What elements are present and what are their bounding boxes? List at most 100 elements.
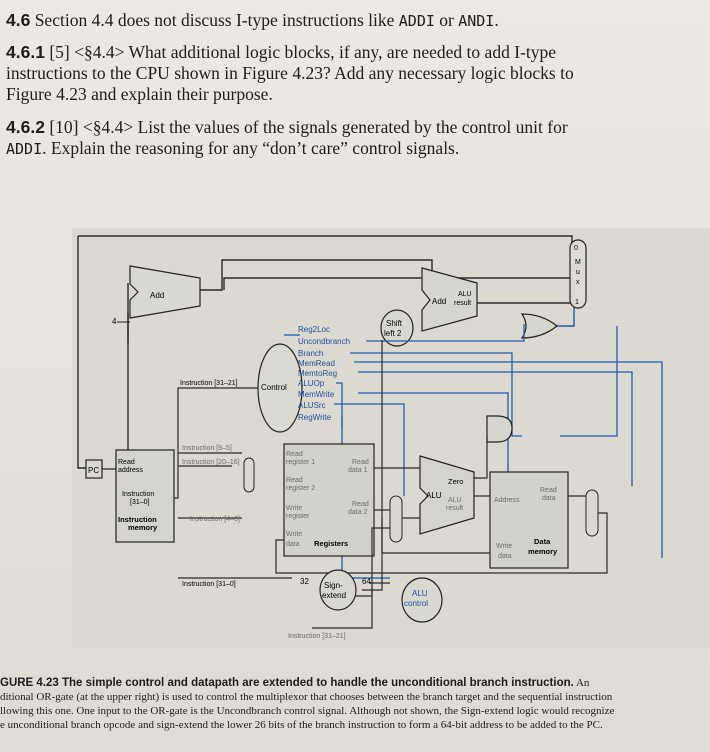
branch-adder-result-1: ALU (458, 291, 472, 298)
main-alu (419, 455, 475, 535)
code-addi: ADDI (398, 12, 435, 30)
pc-source-mux (569, 239, 587, 309)
reg-read-data-1a: Read (352, 459, 369, 466)
caption-line: llowing this one. One input to the OR-ga… (0, 705, 615, 717)
branch-adder-result-2: result (454, 300, 471, 307)
shift-label-1: Shift (386, 319, 403, 328)
figure-label: GURE 4.23 (0, 677, 59, 689)
reg-read-register-1b: register 1 (286, 459, 315, 466)
signal-uncondbranch: Uncondbranch (298, 337, 350, 346)
im-title-1: Instruction (118, 515, 157, 524)
caption-text: An (573, 677, 590, 689)
pc-label: PC (88, 466, 99, 475)
alu-control-label-1: ALU (412, 589, 428, 598)
figure-caption-title: GURE 4.23 The simple control and datapat… (0, 676, 710, 690)
instruction-20-16-label: Instruction [20–16] (182, 459, 240, 466)
data-memory (489, 471, 569, 569)
question-text: . (494, 10, 499, 30)
sign-extend-label-2: extend (322, 591, 346, 600)
mux-letter-u: u (576, 269, 580, 276)
alu-control (401, 577, 443, 623)
caption-line: ditional OR-gate (at the upper right) is… (0, 691, 613, 703)
mux-letter-x: x (576, 279, 580, 286)
reg-read-register-2a: Read (286, 477, 303, 484)
instruction-4-0-label: Instruction [4–0] (190, 516, 240, 523)
question-text: [5] <§4.4> What additional logic blocks,… (44, 42, 556, 62)
figure-title: The simple control and datapath are exte… (58, 677, 574, 689)
alusrc-mux (389, 495, 403, 543)
mux-letter-m: M (575, 259, 581, 266)
dm-address-label: Address (494, 497, 520, 504)
question-text-line: ADDI. Explain the reasoning for any “don… (6, 138, 706, 160)
instruction-31-21-label: Instruction [31–21] (180, 380, 238, 387)
code-addi: ADDI (6, 140, 43, 158)
mux-input-1: 1 (575, 299, 579, 306)
signal-reg2loc: Reg2Loc (298, 325, 330, 334)
reg-read-data-1b: data 1 (348, 467, 368, 474)
dm-write-label-1: Write (496, 543, 512, 550)
code-andi: ANDI (458, 12, 495, 30)
reg-write-register-a: Write (286, 505, 302, 512)
signal-memtoreg: MemtoReg (298, 369, 337, 378)
signal-aluop: ALUOp (298, 379, 325, 388)
mux-input-0: 0 (574, 245, 578, 252)
reg-write-data-b: data (286, 541, 300, 548)
im-title-2: memory (128, 523, 158, 532)
signal-regwrite: RegWrite (298, 413, 332, 422)
reg-write-data-a: Write (286, 531, 302, 538)
register-file (283, 443, 375, 557)
dm-read-label-1: Read (540, 487, 557, 494)
im-address-label: address (118, 467, 143, 474)
instruction-31-21-bottom-label: Instruction [31–21] (288, 633, 346, 640)
reg-write-register-b: register (286, 513, 310, 520)
question-number: 4.6 (6, 10, 31, 30)
question-text: or (434, 10, 459, 30)
shift-left-2 (380, 309, 414, 347)
dm-write-label-2: data (498, 553, 512, 560)
question-number: 4.6.1 (6, 42, 45, 62)
dm-read-label-2: data (542, 495, 556, 502)
reg-read-data-2b: data 2 (348, 509, 368, 516)
pc-adder-label: Add (150, 291, 164, 300)
question-text: Section 4.4 does not discuss I-type inst… (30, 10, 399, 30)
question-4-6: 4.6 Section 4.4 does not discuss I-type … (6, 10, 706, 32)
reg2loc-mux (243, 457, 255, 493)
instruction-9-5-label: Instruction [9–5] (182, 445, 232, 452)
dm-title-2: memory (528, 547, 558, 556)
memtoreg-mux (585, 489, 599, 537)
signal-memwrite: MemWrite (298, 390, 335, 399)
im-instruction-label: Instruction (122, 491, 154, 498)
alu-control-label-2: control (404, 599, 428, 608)
reg-read-register-2b: register 2 (286, 485, 315, 492)
branch-adder-label: Add (432, 297, 446, 306)
caption-line: e unconditional branch opcode and sign-e… (0, 719, 603, 731)
width-64-label: 64 (362, 577, 371, 586)
width-32-label: 32 (300, 577, 309, 586)
or-gate (520, 313, 558, 339)
alu-label: ALU (426, 491, 442, 500)
signal-branch: Branch (298, 349, 323, 358)
alu-zero-label: Zero (448, 477, 463, 486)
instruction-31-0-label: Instruction [31–0] (182, 581, 236, 588)
registers-title: Registers (314, 539, 348, 548)
reg-read-register-1a: Read (286, 451, 303, 458)
control-signals: Reg2Loc Uncondbranch Branch MemRead Memt… (298, 325, 350, 422)
im-read-label: Read (118, 459, 135, 466)
question-4-6-2: 4.6.2 [10] <§4.4> List the values of the… (6, 117, 706, 138)
signal-memread: MemRead (298, 359, 335, 368)
alu-result-1: ALU (448, 497, 462, 504)
datapath-figure: Add 4 0 M u x 1 Shift left 2 Add ALU res… (72, 228, 710, 648)
alu-result-2: result (446, 505, 463, 512)
control-label: Control (261, 383, 287, 392)
question-text: . Explain the reasoning for any “don’t c… (42, 138, 460, 158)
question-4-6-1: 4.6.1 [5] <§4.4> What additional logic b… (6, 42, 706, 63)
question-text-line: Figure 4.23 and explain their purpose. (6, 84, 273, 104)
reg-read-data-2a: Read (352, 501, 369, 508)
im-bits-label: [31–0] (130, 499, 150, 506)
question-text: [10] <§4.4> List the values of the signa… (44, 117, 568, 137)
dm-title-1: Data (534, 537, 551, 546)
constant-four: 4 (112, 317, 117, 326)
and-gate (486, 415, 513, 443)
shift-label-2: left 2 (384, 329, 402, 338)
